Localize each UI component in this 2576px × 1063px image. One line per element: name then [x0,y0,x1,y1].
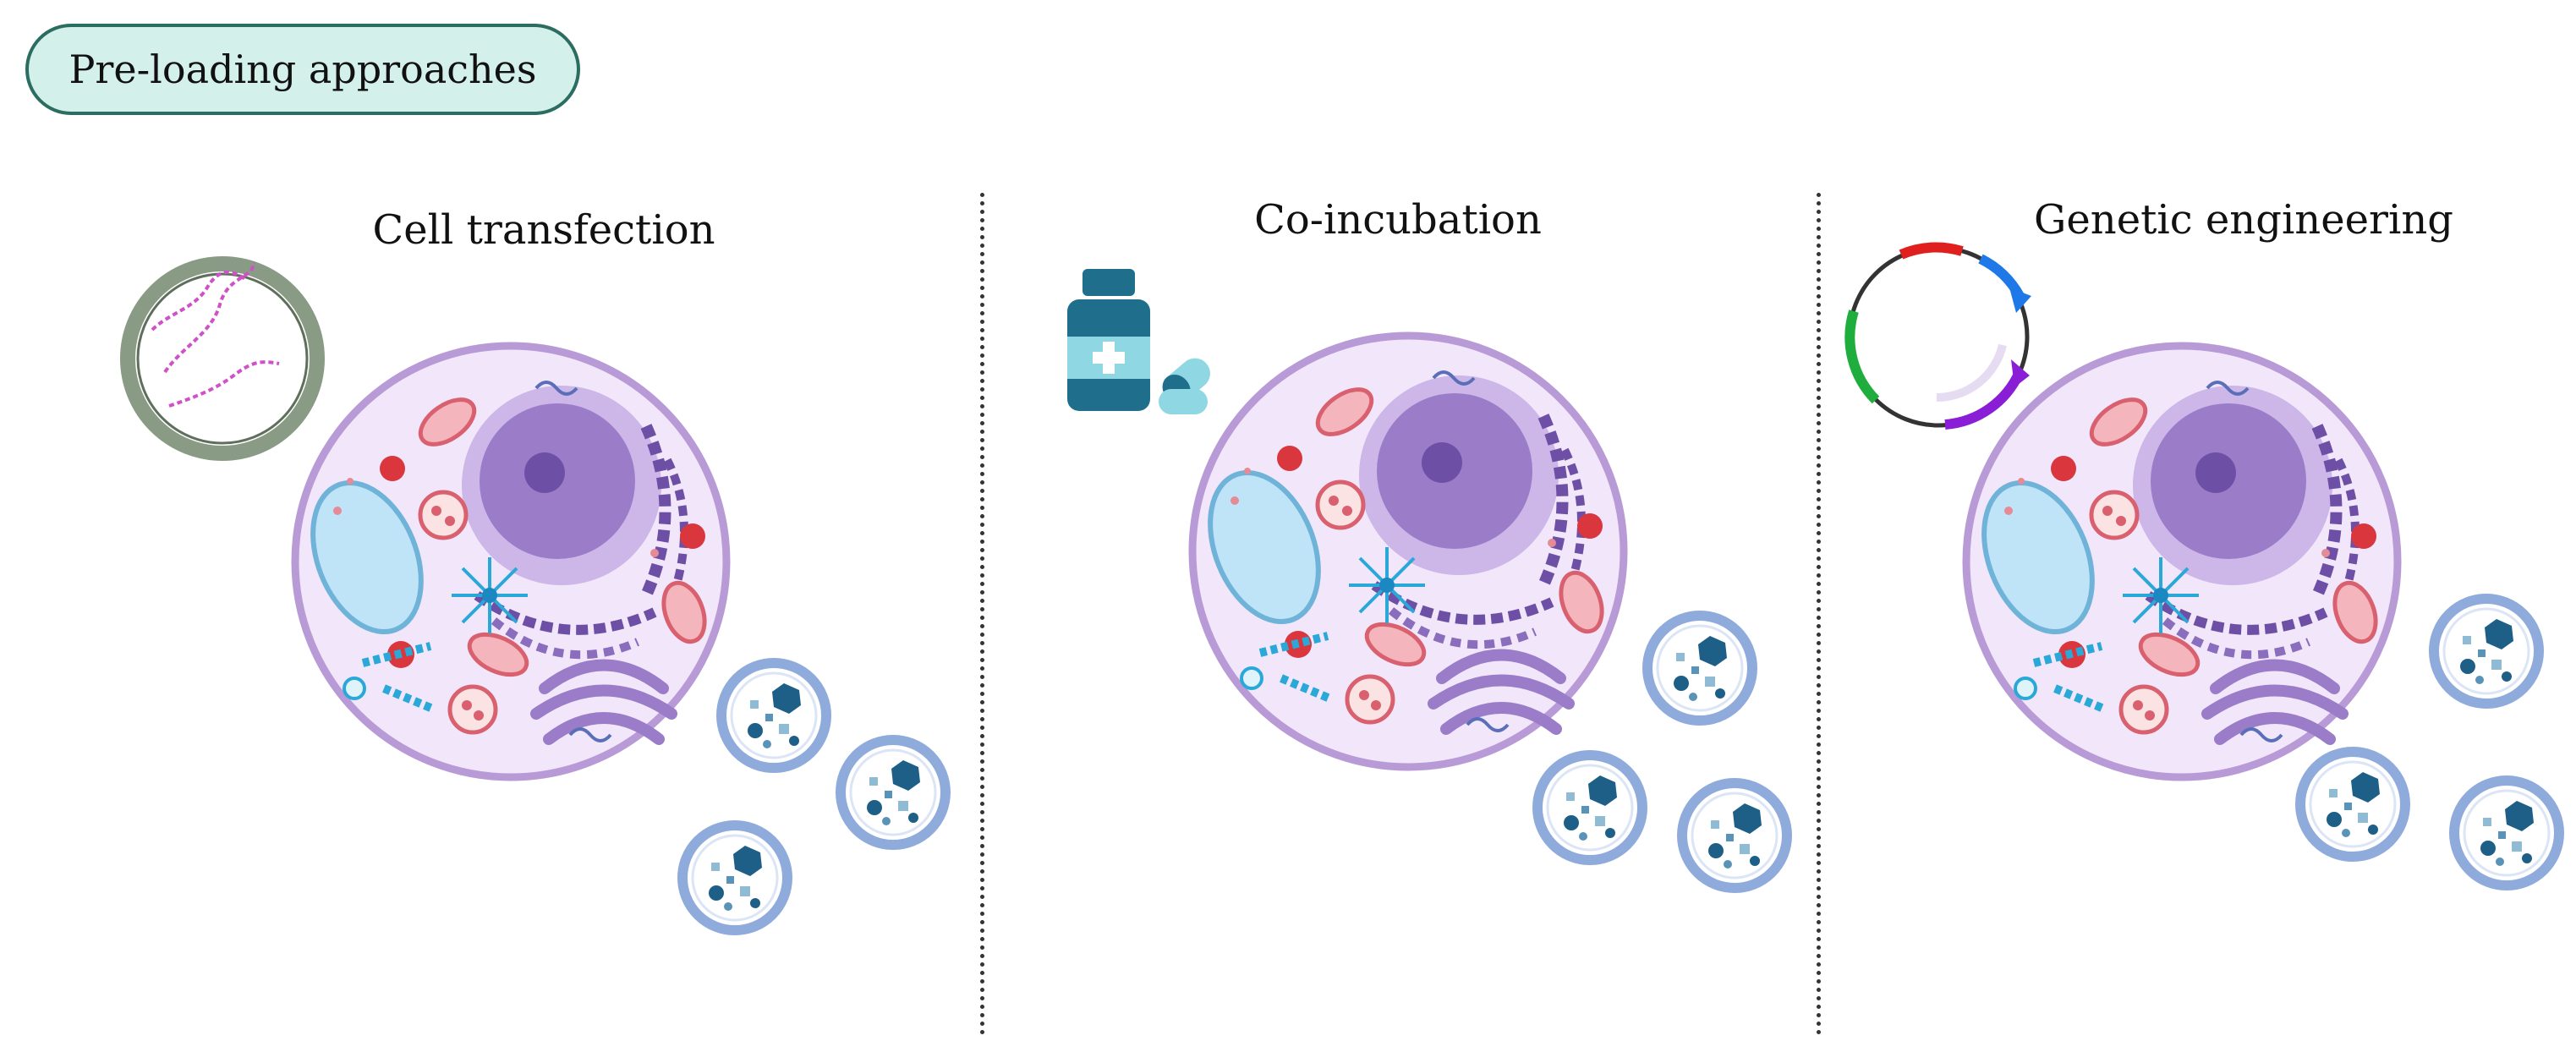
plasmid-icon [1844,242,2031,430]
transfection-vector-icon [120,256,325,461]
capsule-pill-icon [1159,358,1210,414]
exosome-vesicle [1537,755,1642,860]
cell-illustration-1 [293,346,726,777]
exosome-vesicle [2300,752,2405,857]
drug-bottle-icon [1067,269,1150,411]
section-badge: Pre-loading approaches [25,24,580,115]
cell-illustration-2 [1190,336,1624,767]
panel-title-genetic-engineering: Genetic engineering [2034,196,2453,244]
cell-illustration-3 [1964,346,2398,777]
panel-title-cell-transfection: Cell transfection [372,206,715,254]
panel-divider-1 [980,193,984,1035]
exosome-vesicle [1682,783,1787,888]
exosome-vesicle [721,663,826,768]
exosome-vesicle [1647,616,1752,721]
exosome-vesicle [841,740,945,845]
section-badge-label: Pre-loading approaches [69,47,537,92]
panel-divider-2 [1817,193,1821,1035]
exosome-vesicle [2434,599,2539,704]
exosome-vesicle [2454,781,2559,885]
panel-title-co-incubation: Co-incubation [1254,196,1542,244]
exosome-vesicle [682,825,787,930]
